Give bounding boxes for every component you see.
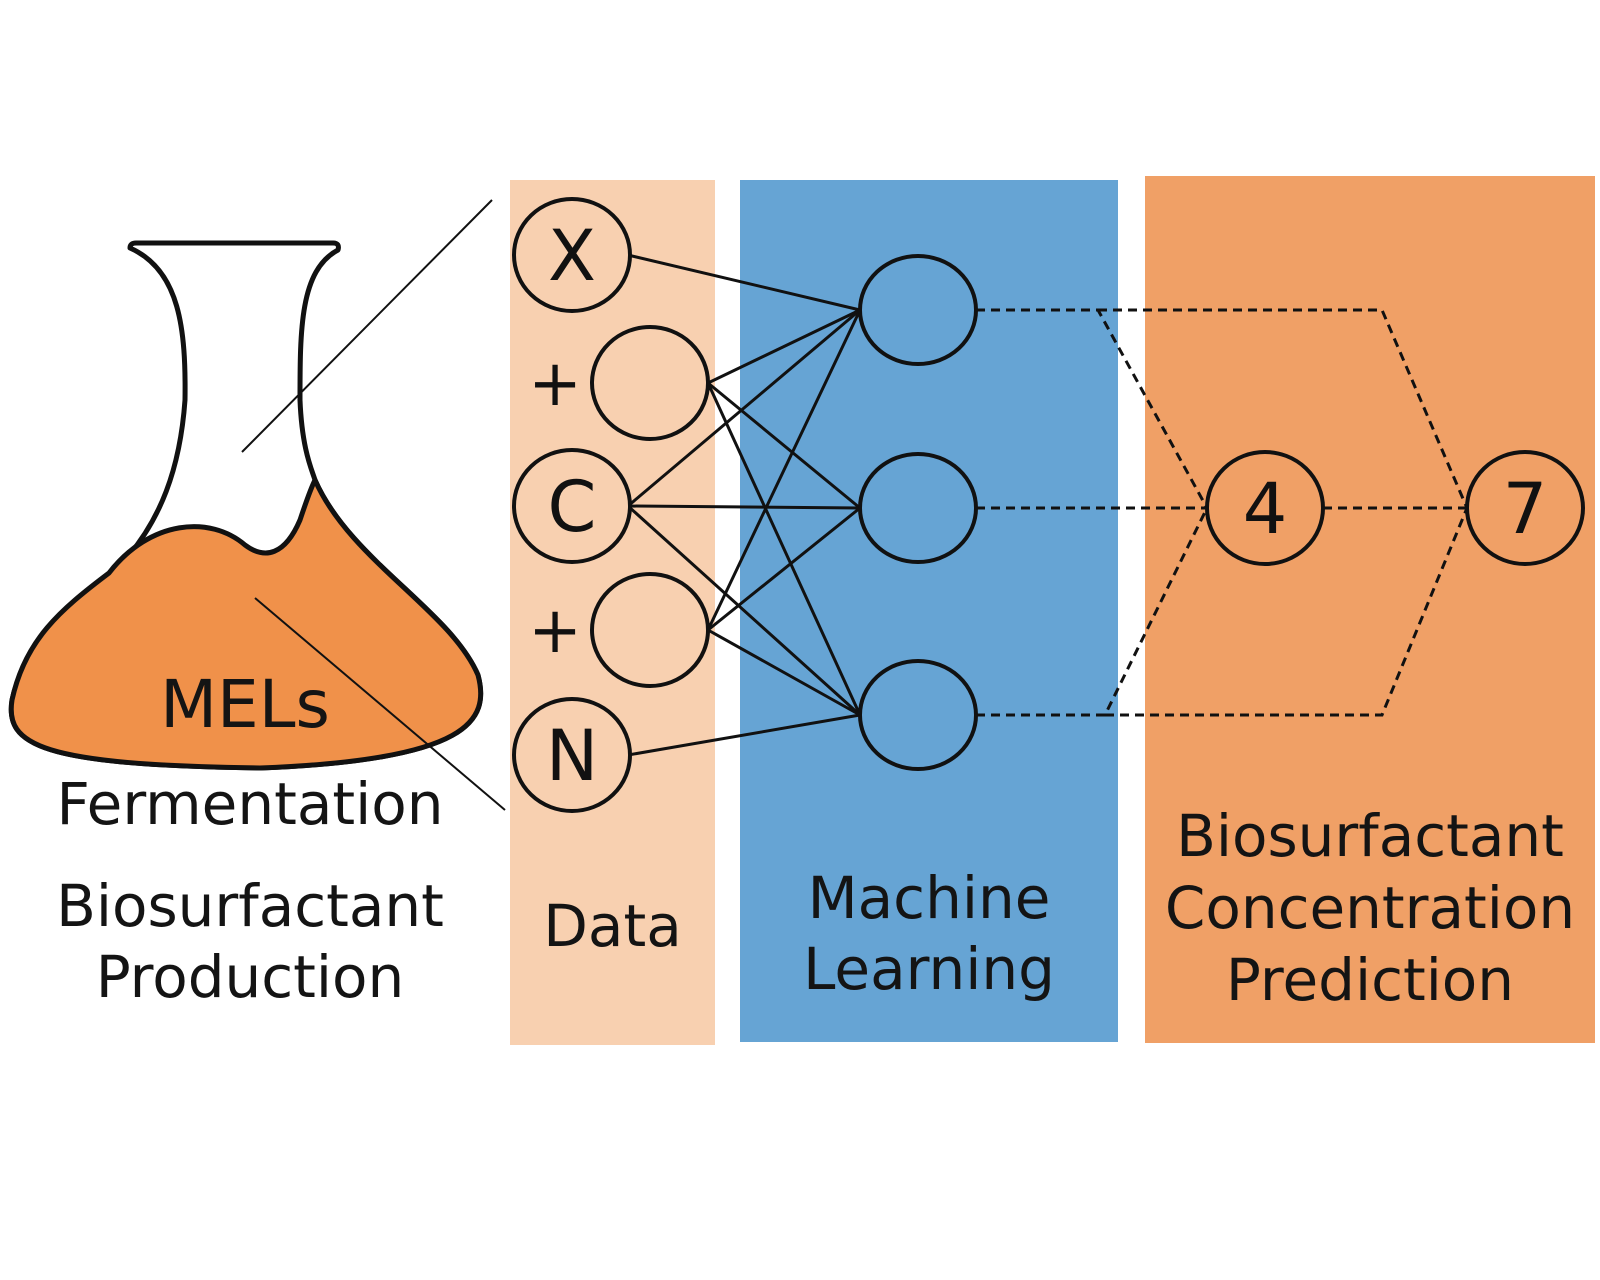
network-nodes: X + C + N 4 7 [512, 197, 1585, 813]
input-node-symbol: X [548, 215, 596, 297]
connection-line [707, 506, 861, 632]
input-node [512, 197, 632, 313]
input-node-symbol: C [548, 466, 597, 548]
connection-line [626, 504, 862, 717]
connection-line [627, 308, 861, 508]
prediction-title-line1: Biosurfactant [1176, 802, 1564, 870]
connection-line [627, 504, 861, 510]
input-node-symbol: N [546, 715, 598, 797]
input-to-hidden-connections [626, 253, 862, 757]
output-node-label: 7 [1503, 468, 1548, 550]
output-node [1205, 450, 1325, 566]
flask-icon [8, 199, 506, 811]
hidden-node [858, 452, 978, 564]
production-caption-line1: Biosurfactant [56, 872, 444, 940]
connection-line [706, 309, 862, 631]
input-node [590, 572, 710, 688]
dashed-connection [1098, 308, 1469, 509]
production-caption-line2: Production [95, 943, 405, 1011]
input-node [512, 697, 632, 813]
fermentation-label: Fermentation [56, 770, 444, 838]
connection-line [707, 628, 861, 717]
prediction-title-line3: Prediction [1225, 946, 1515, 1014]
prediction-title-line2: Concentration [1164, 874, 1576, 942]
hidden-node [858, 659, 978, 771]
ml-panel-title-line1: Machine [807, 864, 1051, 932]
plus-sign: + [528, 594, 582, 668]
connection-line [707, 308, 861, 385]
output-node-label: 4 [1243, 468, 1288, 550]
mels-label: MELs [160, 666, 330, 743]
dashed-connection [976, 507, 1209, 717]
dashed-connection [1105, 507, 1469, 717]
connection-line [627, 713, 861, 757]
connection-line [707, 381, 861, 510]
ml-panel-title-line2: Learning [803, 935, 1055, 1003]
connection-line [706, 382, 862, 716]
connection-line [627, 253, 861, 312]
prediction-panel [1145, 176, 1595, 1043]
plus-sign: + [528, 347, 582, 421]
zoom-line-top [241, 199, 493, 453]
dashed-connection [976, 308, 1209, 509]
hidden-to-output-connections [976, 308, 1469, 717]
input-node [590, 325, 710, 441]
data-panel-title: Data [543, 892, 682, 960]
hidden-node [858, 254, 978, 366]
flask-broth [8, 477, 484, 771]
input-node [512, 448, 632, 564]
zoom-line-bottom [254, 597, 506, 811]
output-node [1465, 450, 1585, 566]
